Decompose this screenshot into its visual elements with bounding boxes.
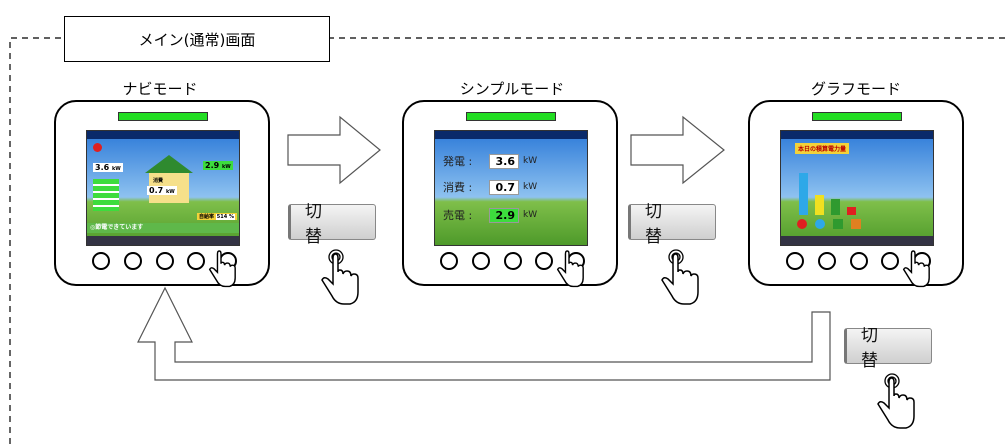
hw-button-4[interactable]	[535, 252, 554, 270]
row-value: 3.6	[489, 153, 519, 169]
soft-keys	[87, 236, 239, 245]
row-label: 発電 :	[443, 155, 473, 168]
status-bar	[87, 131, 239, 139]
row-value: 2.9	[489, 207, 519, 223]
row-unit: kW	[523, 210, 538, 220]
hw-button-3[interactable]	[155, 252, 174, 270]
dashed-frame-left	[9, 37, 64, 444]
navi-use-label: 消費	[153, 178, 164, 184]
switch-button-1[interactable]: 切 替	[288, 202, 376, 247]
hw-button-3[interactable]	[503, 252, 522, 270]
loop-arrow-icon	[137, 286, 831, 381]
hand-pointer-icon	[208, 250, 236, 288]
status-bar	[435, 131, 587, 139]
graph-bar	[831, 199, 840, 215]
hw-button-4[interactable]	[881, 252, 900, 270]
hand-pointer-icon	[902, 250, 930, 288]
device-simple: 発電 : 3.6 kW 消費 : 0.7 kW 売電 : 2.9 kW	[402, 100, 618, 286]
sell-icon	[851, 219, 861, 229]
status-led	[466, 112, 556, 121]
mode-label-navi: ナビモード	[122, 80, 198, 98]
hw-button-4[interactable]	[187, 252, 206, 270]
navi-use-value: 0.7	[149, 186, 164, 195]
navi-gen-value: 3.6	[95, 163, 110, 172]
graph-bar	[815, 195, 824, 215]
row-label: 消費 :	[443, 181, 473, 194]
device-graph: 本日の積算電力量	[748, 100, 964, 286]
navi-use-unit: kW	[165, 189, 175, 195]
main-screen-tab: メイン(通常)画面	[64, 16, 330, 62]
navi-status-text: ◎節電できています	[87, 223, 239, 233]
simple-screen: 発電 : 3.6 kW 消費 : 0.7 kW 売電 : 2.9 kW	[434, 130, 588, 246]
self-rate-label: 自給率	[199, 214, 215, 220]
row-label: 売電 :	[443, 209, 473, 222]
simple-row-sell: 売電 : 2.9 kW	[443, 207, 537, 223]
house-roof-icon	[145, 155, 193, 173]
simple-row-use: 消費 : 0.7 kW	[443, 179, 537, 195]
switch-button-2[interactable]: 切 替	[628, 202, 716, 247]
graph-bar	[799, 173, 808, 215]
navi-screen: 3.6 kW 消費 0.7 kW 2.9 kW 自給率 514 % ◎節電できて…	[86, 130, 240, 246]
device-navi: 3.6 kW 消費 0.7 kW 2.9 kW 自給率 514 % ◎節電できて…	[54, 100, 270, 286]
arrow-right-icon	[630, 115, 725, 185]
mode-label-graph: グラフモード	[810, 80, 901, 98]
arrow-right-icon	[287, 115, 381, 185]
hw-button-3[interactable]	[849, 252, 868, 270]
row-value: 0.7	[489, 179, 519, 195]
purchase-icon	[833, 219, 843, 229]
navi-sell-value: 2.9	[205, 161, 220, 170]
hand-pointer-icon	[877, 373, 915, 429]
hw-button-2[interactable]	[817, 252, 836, 270]
graph-bar	[847, 207, 856, 215]
status-led	[812, 112, 902, 121]
generation-icon	[797, 219, 807, 229]
hw-button-1[interactable]	[92, 252, 110, 270]
soft-keys	[781, 236, 933, 245]
hand-pointer-icon	[556, 250, 584, 288]
status-led	[118, 112, 208, 121]
hand-pointer-icon	[321, 249, 359, 305]
navi-gen-unit: kW	[111, 166, 121, 172]
row-unit: kW	[523, 156, 538, 166]
switch-button-3[interactable]: 切 替	[844, 326, 932, 371]
self-rate-value: 514 %	[215, 214, 235, 220]
mode-label-simple: シンプルモード	[459, 80, 565, 98]
hw-button-1[interactable]	[786, 252, 804, 270]
hw-button-2[interactable]	[471, 252, 490, 270]
hw-button-1[interactable]	[440, 252, 458, 270]
hw-button-2[interactable]	[123, 252, 142, 270]
simple-row-gen: 発電 : 3.6 kW	[443, 153, 537, 169]
graph-title: 本日の積算電力量	[795, 143, 850, 154]
graph-screen: 本日の積算電力量	[780, 130, 934, 246]
navi-sell-unit: kW	[221, 164, 231, 170]
level-bars-icon	[93, 179, 119, 211]
hand-pointer-icon	[661, 249, 699, 305]
consumption-icon	[815, 219, 825, 229]
row-unit: kW	[523, 182, 538, 192]
sun-icon	[93, 143, 102, 152]
status-bar	[781, 131, 933, 139]
